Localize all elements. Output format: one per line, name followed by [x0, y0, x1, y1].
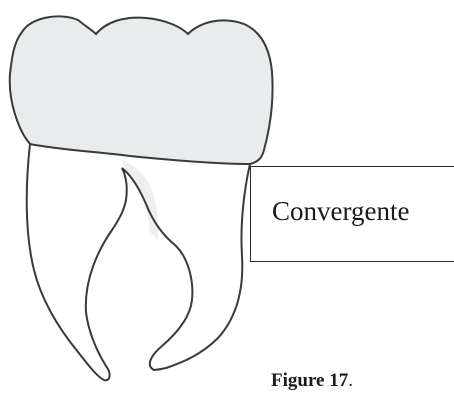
tooth-crown — [10, 16, 273, 164]
mesial-root-outline — [27, 144, 126, 380]
caption-period: . — [348, 370, 353, 391]
figure-number: Figure 17 — [271, 370, 348, 391]
convergente-label: Convergente — [272, 196, 409, 227]
distal-root-outline — [154, 164, 250, 370]
figure-caption: Figure 17. — [271, 370, 353, 392]
furcation-outline — [122, 168, 192, 370]
